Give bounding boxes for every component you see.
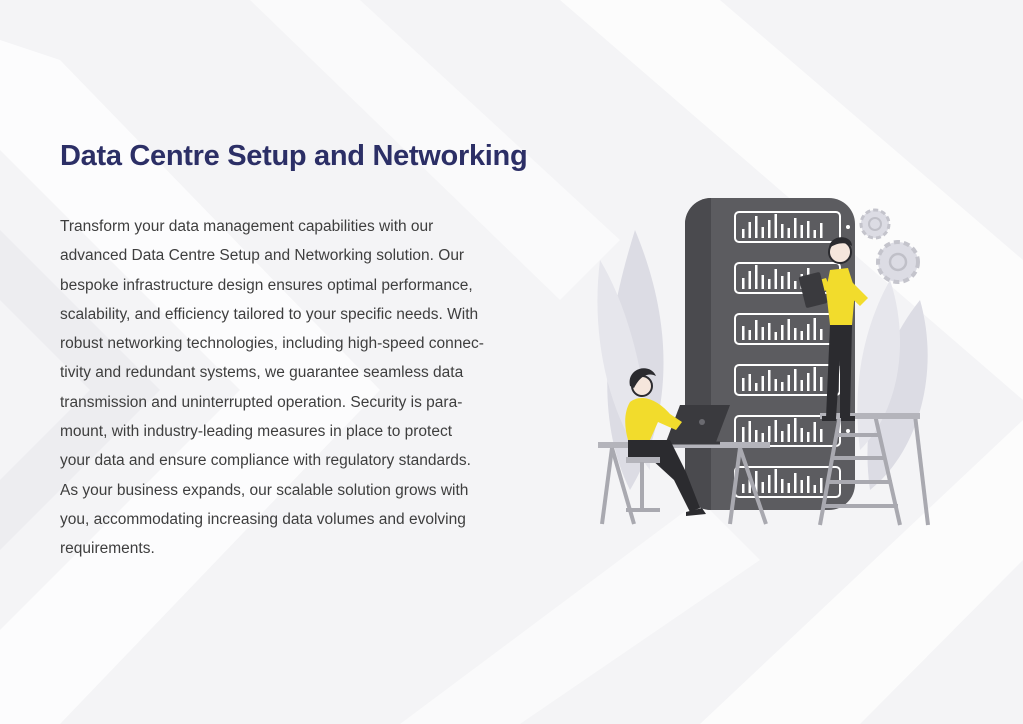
- body-line: your data and ensure compliance with reg…: [60, 452, 471, 470]
- ladder: [818, 413, 930, 526]
- body-line: robust networking technologies, includin…: [60, 335, 484, 353]
- body-line: scalability, and efficiency tailored to …: [60, 305, 479, 323]
- chair: [626, 457, 660, 512]
- body-line: requirements.: [60, 540, 155, 558]
- body-line: you, accommodating increasing data volum…: [60, 510, 466, 528]
- body-line: As your business expands, our scalable s…: [60, 481, 469, 499]
- leaf-right-small-shape: [857, 280, 900, 450]
- body-line: mount, with industry-leading measures in…: [60, 423, 453, 441]
- body-line: Transform your data management capabilit…: [60, 218, 434, 235]
- server-unit: [734, 415, 850, 447]
- standing-person-figure: [798, 237, 868, 421]
- body-line: transmission and uninterrupted operation…: [60, 393, 463, 411]
- server-rack-illustration: [597, 198, 930, 526]
- body-line: bespoke infrastructure design ensures op…: [60, 276, 473, 294]
- body-paragraph: Transform your data management capabilit…: [60, 212, 540, 564]
- body-line: advanced Data Centre Setup and Networkin…: [60, 247, 465, 265]
- server-unit: [734, 211, 850, 243]
- gear-icon: [876, 240, 920, 284]
- page-title: Data Centre Setup and Networking: [60, 140, 528, 172]
- body-line: tivity and redundant systems, we guarant…: [60, 364, 464, 382]
- gear-icon: [859, 208, 891, 240]
